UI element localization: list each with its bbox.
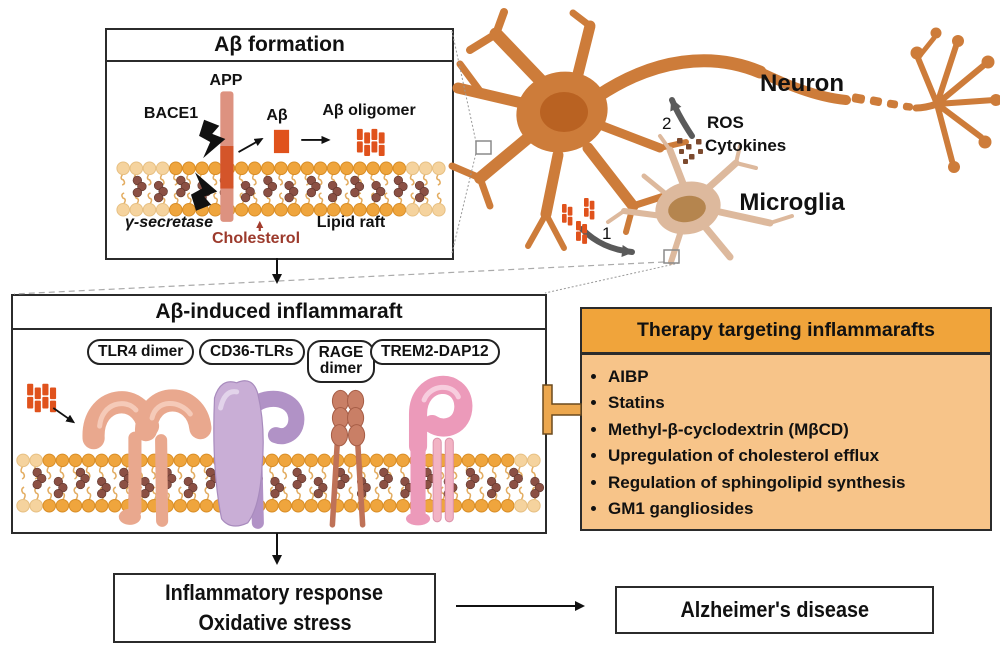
neuron-nucleus: [540, 92, 588, 132]
neuron-microglia-illustration: [448, 8, 1000, 265]
receptor-pill-tlr4: TLR4 dimer: [87, 339, 195, 365]
app-protein: [220, 91, 234, 222]
therapy-item: AIBP: [608, 366, 990, 388]
abeta-oligomer: [576, 221, 588, 244]
axon-terminal: [915, 43, 997, 164]
axon: [591, 54, 767, 103]
abeta-oligomer: [584, 198, 595, 220]
axon-dashes: [851, 93, 913, 111]
tlr4-dimer-receptor: [82, 389, 212, 527]
receptor-pill-cd36: CD36-TLRs: [199, 339, 305, 365]
alzheimers-disease-label: Alzheimer's disease: [680, 597, 869, 622]
abeta-oligomer: [27, 383, 57, 413]
neuron: [448, 8, 997, 251]
terminal-bulbs: [910, 27, 1000, 173]
lipid-membrane: [116, 161, 446, 217]
therapy-item: Statins: [608, 392, 990, 414]
cd36-tlrs-receptor: [213, 380, 305, 529]
alzheimers-disease-box: Alzheimer's disease: [615, 586, 934, 634]
inflammaraft-title: Aβ-induced inflammaraft: [155, 300, 403, 323]
microglia: [606, 134, 794, 265]
therapy-title: Therapy targeting inflammarafts: [637, 319, 935, 341]
cytokines-label: Cytokines: [705, 136, 787, 155]
receptor-pill-rage: RAGE dimer: [307, 340, 375, 383]
therapy-box: Therapy targeting inflammarafts AIBP Sta…: [580, 307, 992, 531]
abeta-formation-box: Aβ formation: [105, 28, 454, 260]
app-to-abeta-arrow: [238, 137, 264, 153]
inflammaraft-box: Aβ-induced inflammaraft: [11, 294, 547, 534]
neuron-microglia-scene: Neuron Microglia ROS Cytokines 2 1: [440, 0, 1000, 280]
microglia-nucleus: [668, 195, 706, 223]
cholesterol-label: Cholesterol: [211, 230, 301, 247]
abeta-formation-title: Aβ formation: [214, 33, 345, 56]
step2-label: 2: [662, 114, 672, 133]
abeta-oligomer: [562, 204, 573, 226]
ros-label: ROS: [707, 113, 744, 132]
therapy-inhibition-tee-icon: [542, 384, 582, 435]
trem2-dap12-receptor: [405, 375, 473, 526]
abeta-oligomer-label: Aβ oligomer: [322, 102, 416, 119]
therapy-item: Upregulation of cholesterol efflux: [608, 445, 990, 467]
therapy-item: Regulation of sphingolipid synthesis: [608, 472, 990, 494]
abeta-oligomer: [356, 128, 385, 157]
gamma-secretase-label: γ-secretase: [124, 214, 214, 231]
abeta-monomer: [273, 129, 290, 154]
therapy-header: Therapy targeting inflammarafts: [582, 309, 990, 355]
oxidative-stress-label: Oxidative stress: [197, 610, 351, 635]
therapy-item-list: AIBP Statins Methyl-β-cyclodextrin (MβCD…: [582, 366, 990, 521]
app-label: APP: [209, 72, 243, 89]
receptor-pill-trem2: TREM2-DAP12: [370, 339, 500, 365]
abeta-formation-illustration: [116, 91, 446, 232]
inflammatory-response-label: Inflammatory response: [165, 580, 384, 606]
step1-label: 1: [602, 224, 612, 243]
inflammaraft-illustration: [16, 375, 545, 529]
ros-to-neuron-arrow: [669, 97, 695, 139]
oligomer-to-raft-arrow: [52, 407, 76, 424]
neuron-label: Neuron: [760, 70, 844, 97]
lipid-raft-label: Lipid raft: [316, 214, 386, 231]
lipid-membrane: [16, 453, 545, 513]
abeta-label: Aβ: [266, 107, 288, 124]
ros-cytokine-dots: [677, 138, 703, 164]
inflammaraft-header: Aβ-induced inflammaraft: [13, 296, 545, 330]
outcome-box: Inflammatory response Oxidative stress: [113, 573, 436, 643]
therapy-item: GM1 gangliosides: [608, 498, 990, 520]
rage-dimer-receptor: [329, 389, 366, 528]
abeta-formation-header: Aβ formation: [107, 30, 452, 62]
microglia-label: Microglia: [739, 189, 845, 216]
bace1-label: BACE1: [143, 105, 199, 122]
therapy-item: Methyl-β-cyclodextrin (MβCD): [608, 419, 990, 441]
